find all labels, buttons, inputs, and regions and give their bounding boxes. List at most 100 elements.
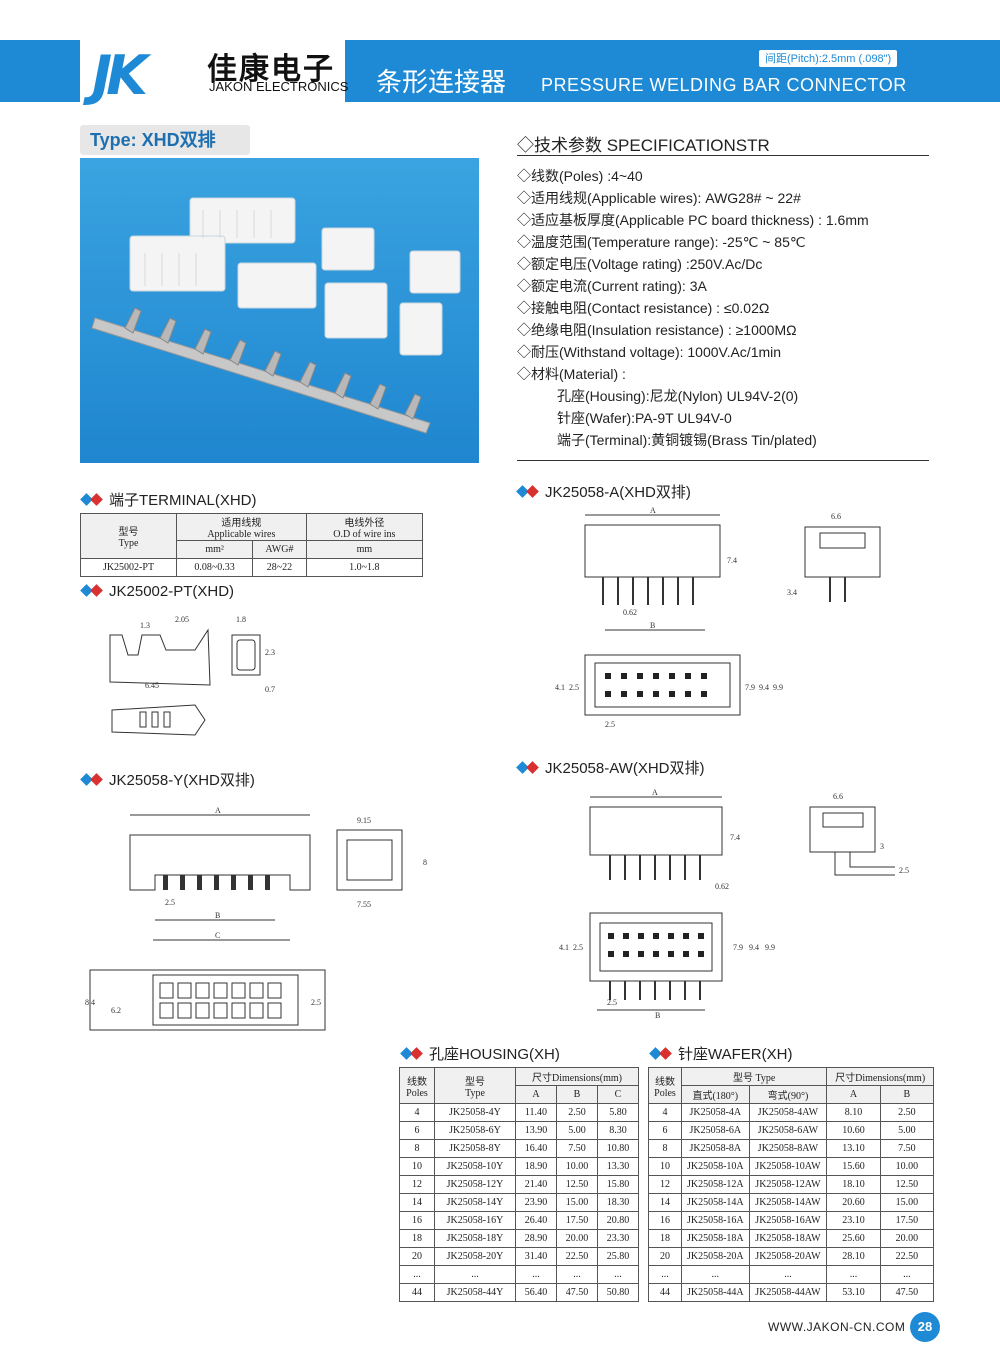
red-diamond-icon xyxy=(90,584,103,597)
svg-text:A: A xyxy=(215,806,221,815)
svg-text:9.4: 9.4 xyxy=(749,943,759,952)
logo-cn: 佳康电子 xyxy=(207,52,335,87)
svg-text:9.9: 9.9 xyxy=(765,943,775,952)
red-diamond-icon xyxy=(659,1047,672,1060)
page-number: 28 xyxy=(910,1312,940,1342)
svg-text:6.6: 6.6 xyxy=(833,792,843,801)
table-row: ............... xyxy=(399,1265,640,1284)
svg-text:4.1: 4.1 xyxy=(559,943,569,952)
spec-wafer: 针座(Wafer):PA-9T UL94V-0 xyxy=(557,410,732,426)
type-tag: Type: XHD双排 xyxy=(80,125,250,155)
spec-current: ◇额定电流(Current rating): 3A xyxy=(517,278,707,294)
drawing-aw: A 7.4 0.62 6.6 3 2.5 4.1 2.5 7.9 9.4 9.9… xyxy=(559,788,909,1020)
spec-withstand: ◇耐压(Withstand voltage): 1000V.Ac/1min xyxy=(517,344,782,360)
section-a: JK25058-A(XHD双排) xyxy=(516,481,691,502)
red-diamond-icon xyxy=(90,493,103,506)
svg-text:8: 8 xyxy=(423,858,427,867)
spec-insulation: ◇绝缘电阻(Insulation resistance) : ≥1000MΩ xyxy=(517,322,797,338)
svg-text:0.7: 0.7 xyxy=(265,685,275,694)
logo-mark: JK xyxy=(92,44,148,107)
svg-text:2.5: 2.5 xyxy=(569,683,579,692)
svg-text:7.55: 7.55 xyxy=(357,900,371,909)
svg-text:1.3: 1.3 xyxy=(140,621,150,630)
red-diamond-icon xyxy=(526,761,539,774)
svg-text:2.5: 2.5 xyxy=(573,943,583,952)
footer-url: WWW.JAKON-CN.COM xyxy=(768,1320,906,1334)
svg-text:7.9: 7.9 xyxy=(745,683,755,692)
svg-text:9.9: 9.9 xyxy=(773,683,783,692)
svg-text:2.5: 2.5 xyxy=(605,720,615,729)
spec-terminal: 端子(Terminal):黄铜镀锡(Brass Tin/plated) xyxy=(557,432,817,448)
svg-text:2.05: 2.05 xyxy=(175,615,189,624)
svg-text:7.9: 7.9 xyxy=(733,943,743,952)
svg-text:7.4: 7.4 xyxy=(730,833,740,842)
page-title-en: PRESSURE WELDING BAR CONNECTOR xyxy=(541,75,907,95)
svg-text:A: A xyxy=(650,506,656,515)
svg-text:0.62: 0.62 xyxy=(623,608,637,617)
svg-text:B: B xyxy=(655,1011,660,1020)
svg-text:7.4: 7.4 xyxy=(727,556,737,565)
svg-text:2.5: 2.5 xyxy=(899,866,909,875)
svg-text:9.4: 9.4 xyxy=(759,683,769,692)
svg-text:6.6: 6.6 xyxy=(831,512,841,521)
section-pt: JK25002-PT(XHD) xyxy=(80,583,234,600)
logo-area xyxy=(80,40,345,102)
svg-text:2.5: 2.5 xyxy=(311,998,321,1007)
red-diamond-icon xyxy=(90,773,103,786)
svg-text:2.5: 2.5 xyxy=(607,998,617,1007)
pitch-badge: 间距(Pitch):2.5mm (.098") xyxy=(759,50,898,67)
svg-text:9.15: 9.15 xyxy=(357,816,371,825)
spec-material: ◇材料(Material) : xyxy=(517,366,626,382)
svg-text:A: A xyxy=(652,788,658,797)
svg-text:3: 3 xyxy=(880,842,884,851)
svg-text:4.1: 4.1 xyxy=(555,683,565,692)
spec-temp: ◇温度范围(Temperature range): -25℃ ~ 85℃ xyxy=(517,234,806,250)
spec-divider-bottom xyxy=(517,460,929,461)
spec-pcb: ◇适应基板厚度(Applicable PC board thickness) :… xyxy=(517,212,869,228)
section-y: JK25058-Y(XHD双排) xyxy=(80,769,255,790)
red-diamond-icon xyxy=(526,485,539,498)
spec-poles: ◇线数(Poles) :4~40 xyxy=(517,168,643,184)
svg-text:2.5: 2.5 xyxy=(165,898,175,907)
svg-text:2.3: 2.3 xyxy=(265,648,275,657)
spec-contact: ◇接触电阻(Contact resistance) : ≤0.02Ω xyxy=(517,300,770,316)
svg-text:6.2: 6.2 xyxy=(111,1006,121,1015)
svg-text:8.4: 8.4 xyxy=(85,998,95,1007)
spec-wires: ◇适用线规(Applicable wires): AWG28# ~ 22# xyxy=(517,190,801,206)
section-terminal: 端子TERMINAL(XHD) xyxy=(80,489,257,510)
section-wafer: 针座WAFER(XH) xyxy=(649,1043,792,1064)
spec-divider-top xyxy=(517,155,929,156)
section-aw: JK25058-AW(XHD双排) xyxy=(516,757,704,778)
drawing-pt: 1.3 2.05 1.8 6.45 2.3 0.7 xyxy=(109,615,275,736)
product-photo-illustration xyxy=(91,197,461,434)
svg-text:0.62: 0.62 xyxy=(715,882,729,891)
spec-voltage: ◇额定电压(Voltage rating) :250V.Ac/Dc xyxy=(517,256,763,272)
spec-title: ◇技术参数 SPECIFICATIONSTR xyxy=(517,136,770,155)
svg-text:6.45: 6.45 xyxy=(145,681,159,690)
svg-text:1.8: 1.8 xyxy=(236,615,246,624)
svg-text:C: C xyxy=(215,931,220,940)
